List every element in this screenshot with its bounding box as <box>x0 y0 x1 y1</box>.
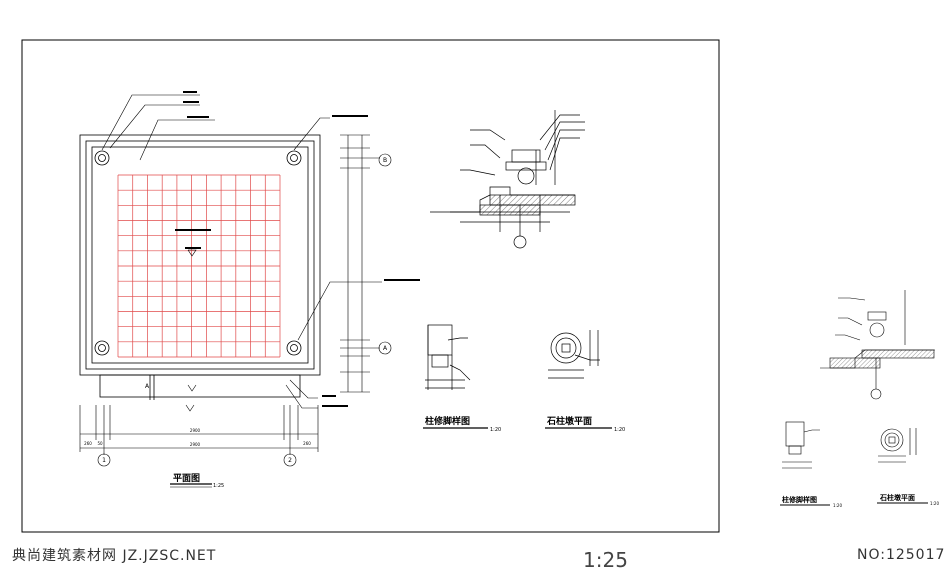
stone-pillar-title: 石柱墩平面 <box>546 415 592 427</box>
plan-leaders <box>101 94 382 409</box>
plan-leader-labels <box>175 91 420 407</box>
plan-right-dims <box>340 134 392 393</box>
axis-1-label: 1 <box>102 457 106 464</box>
level-mark-2 <box>187 384 197 392</box>
section-detail <box>430 110 585 249</box>
column-base-detail <box>425 324 471 390</box>
watermark-center: 1:25 <box>583 548 628 572</box>
small-column-scale: 1:20 <box>833 503 842 508</box>
small-stone-title: 石柱墩平面 <box>879 493 915 502</box>
dim-part-1: 260 <box>84 441 92 446</box>
small-stone-scale: 1:20 <box>930 501 939 506</box>
small-stone-pillar <box>878 428 917 463</box>
small-column-title: 柱修脚样图 <box>782 495 817 504</box>
plan-bottom-dims <box>79 405 319 467</box>
plan-title: 平面图 <box>173 473 200 484</box>
plan-scale: 1:25 <box>213 483 224 489</box>
stone-pillar-plan <box>548 330 600 379</box>
axis-2-label: 2 <box>288 457 292 464</box>
watermark-right: NO:125017 <box>857 547 946 563</box>
level-mark-3 <box>185 404 195 412</box>
watermark-left: 典尚建筑素材网 JZ.JZSC.NET <box>12 548 217 564</box>
paving-grid <box>117 174 281 358</box>
dim-part-4: 2900 <box>190 428 201 433</box>
stone-pillar-scale: 1:20 <box>614 427 625 433</box>
small-section-detail <box>820 290 935 400</box>
axis-B-label: B <box>383 157 387 164</box>
dim-total: 2900 <box>190 442 201 447</box>
drawing-frame <box>21 39 720 533</box>
section-mark: A <box>145 383 150 390</box>
axis-A-label: A <box>383 345 388 352</box>
column-base-scale: 1:20 <box>490 427 501 433</box>
level-mark <box>187 249 197 257</box>
dim-part-2: 50 <box>97 441 103 446</box>
column-base-title: 柱修脚样图 <box>425 415 470 427</box>
plan-view <box>79 134 321 400</box>
small-column-detail <box>782 421 820 469</box>
dim-part-7: 260 <box>303 441 311 446</box>
